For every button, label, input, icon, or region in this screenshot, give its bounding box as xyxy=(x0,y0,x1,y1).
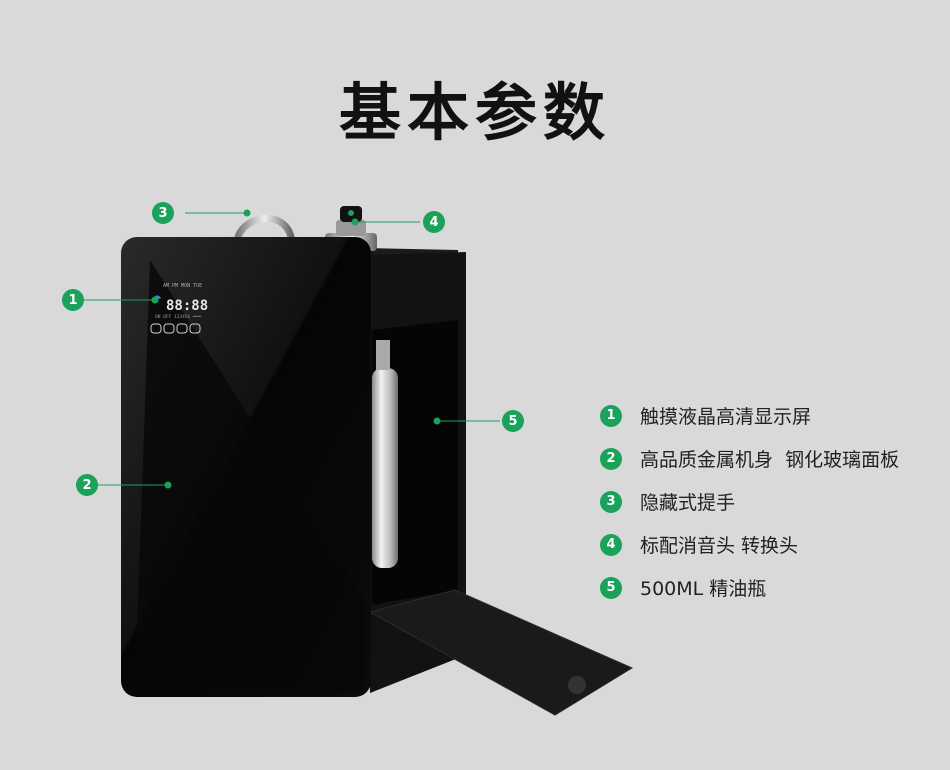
nozzle-ring xyxy=(336,220,366,236)
legend-text-4: 标配消音头 转换头 xyxy=(640,535,799,557)
page-title: 基本参数 xyxy=(338,76,611,149)
legend-number-1: 1 xyxy=(600,404,622,427)
lcd-time: 88:88 xyxy=(166,298,208,314)
legend-item-5: 5 500ML 精油瓶 xyxy=(600,566,899,609)
legend-text-5: 500ML 精油瓶 xyxy=(640,578,767,600)
svg-text:AM PM MON TUE: AM PM MON TUE xyxy=(163,283,202,289)
legend-number-3: 3 xyxy=(600,490,622,513)
touch-button-1 xyxy=(150,323,162,334)
legend-number-4: 4 xyxy=(600,533,622,556)
door xyxy=(368,589,634,716)
touch-button-4 xyxy=(189,323,201,334)
callout-marker-1: 1 xyxy=(62,289,84,311)
legend-number-5: 5 xyxy=(600,576,622,599)
legend-text-1: 触摸液晶高清显示屏 xyxy=(640,406,812,428)
door-knob-icon xyxy=(568,676,586,694)
legend-item-3: 3 隐藏式提手 xyxy=(600,480,899,523)
callout-marker-4: 4 xyxy=(423,211,445,233)
legend-text-2: 高品质金属机身 钢化玻璃面板 xyxy=(640,449,900,471)
callout-marker-5: 5 xyxy=(502,410,524,432)
legend-number-2: 2 xyxy=(600,447,622,470)
callout-marker-3: 3 xyxy=(152,202,174,224)
bottle-icon xyxy=(372,368,398,568)
touch-button-2 xyxy=(163,323,175,334)
handle-icon xyxy=(233,215,296,245)
legend-item-4: 4 标配消音头 转换头 xyxy=(600,523,899,566)
legend-item-1: 1 触摸液晶高清显示屏 xyxy=(600,394,899,437)
legend-text-3: 隐藏式提手 xyxy=(640,492,736,514)
touch-buttons xyxy=(150,323,201,334)
legend-item-2: 2 高品质金属机身 钢化玻璃面板 xyxy=(600,437,899,480)
callout-marker-2: 2 xyxy=(76,474,98,496)
svg-text:ON OFF 123456 ═══: ON OFF 123456 ═══ xyxy=(155,314,201,320)
touch-button-3 xyxy=(176,323,188,334)
feature-legend: 1 触摸液晶高清显示屏 2 高品质金属机身 钢化玻璃面板 3 隐藏式提手 4 标… xyxy=(600,394,899,609)
